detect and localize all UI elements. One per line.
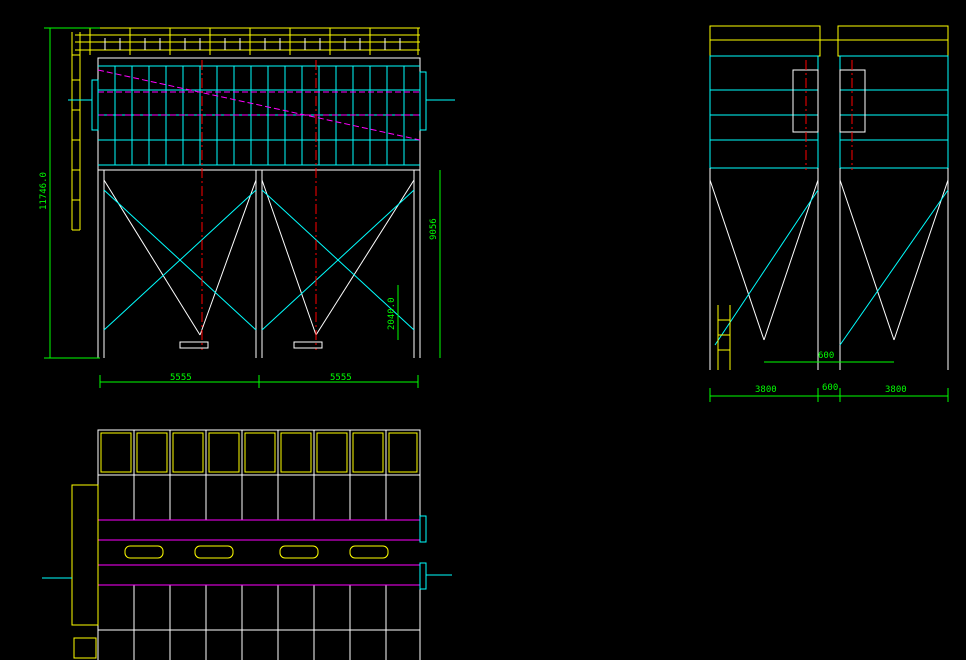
side-width-dim-2: 600 [822, 383, 838, 393]
plan-ladder [71, 484, 99, 659]
hopper-outlet-dim: 2040.0 [387, 297, 397, 330]
plan-inner-cells [100, 432, 418, 473]
side-casing [709, 55, 949, 169]
side-handrail [709, 25, 949, 57]
plan-grid-top [97, 429, 421, 521]
bay-width-dim-1: 5555 [170, 373, 192, 383]
front-elevation-view: 11746.0 9056 2040.0 5555 5555 [39, 27, 455, 388]
bay-width-dim-2: 5555 [330, 373, 352, 383]
top-handrail [75, 27, 420, 55]
side-outlet-duct [792, 69, 866, 133]
side-width-dim-1: 3800 [755, 385, 777, 395]
pulse-valves-top [104, 38, 401, 50]
overall-height-dim: 11746.0 [39, 172, 49, 210]
plan-view [42, 429, 452, 660]
leg-height-dim: 9056 [429, 218, 439, 240]
access-ladder [71, 32, 81, 231]
side-outlet-dim: 600 [818, 351, 834, 361]
side-dimension-lines [709, 361, 949, 402]
side-support-legs [709, 168, 949, 370]
side-centerlines [805, 60, 853, 170]
centerlines [201, 60, 317, 350]
discharge-valves [179, 341, 323, 349]
side-elevation-view: 3800 600 3800 600 [709, 25, 949, 402]
plan-manifold [97, 519, 421, 586]
filter-casing [97, 57, 421, 171]
side-width-dim-3: 3800 [885, 385, 907, 395]
support-structure [97, 170, 421, 358]
inlet-flange [68, 79, 99, 131]
plan-outlets [42, 515, 452, 590]
side-ladder [717, 305, 731, 370]
plan-pulse-tanks [124, 545, 389, 559]
plan-grid-bottom [97, 584, 421, 660]
outlet-flange [419, 71, 455, 131]
front-dimension-lines [44, 27, 441, 388]
